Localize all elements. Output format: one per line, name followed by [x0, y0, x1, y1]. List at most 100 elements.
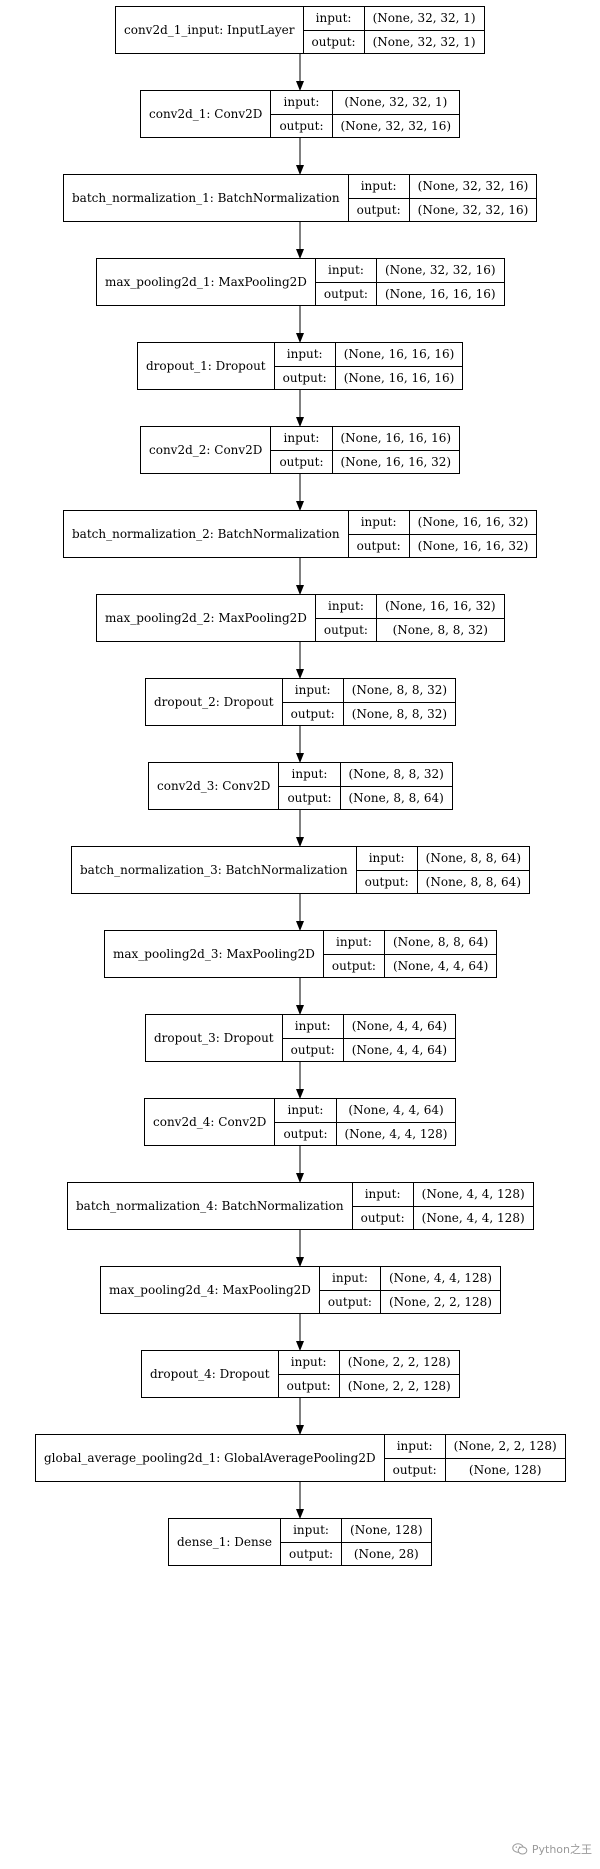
layer-node: batch_normalization_1: BatchNormalizatio…	[63, 174, 538, 222]
layer-node: conv2d_2: Conv2D input:(None, 16, 16, 16)…	[140, 426, 461, 474]
output-shape: (None, 16, 16, 32)	[340, 454, 452, 469]
input-shape: (None, 32, 32, 1)	[332, 91, 460, 115]
output-shape: (None, 8, 8, 32)	[392, 622, 488, 637]
output-label: output:	[349, 534, 410, 557]
layer-node: dense_1: Dense input:(None, 128)output: (N…	[168, 1518, 432, 1566]
layer-name: batch_normalization_3: BatchNormalizatio…	[80, 863, 348, 877]
output-shape: (None, 16, 16, 16)	[384, 286, 496, 301]
layer-io-table: input:(None, 32, 32, 16)output:(None, 32…	[347, 175, 537, 221]
input-shape: (None, 128)	[342, 1519, 431, 1543]
output-label: output:	[281, 1542, 343, 1565]
layer-io-table: input:(None, 2, 2, 128)output:(None, 2, …	[277, 1351, 459, 1397]
input-label: input:	[315, 259, 377, 283]
output-shape: (None, 28)	[353, 1546, 419, 1561]
layer-name: dropout_4: Dropout	[150, 1367, 270, 1381]
output-shape: (None, 4, 4, 128)	[421, 1210, 525, 1225]
layer-node: dropout_1: Dropout input:(None, 16, 16, 1…	[137, 342, 464, 390]
input-label: input:	[315, 595, 377, 619]
input-shape: (None, 8, 8, 32)	[340, 763, 452, 787]
output-label: output:	[385, 1458, 446, 1481]
layer-node: dropout_3: Dropout input:(None, 4, 4, 64)…	[145, 1014, 457, 1062]
layer-io-table: input:(None, 8, 8, 32)output:(None, 8, 8…	[281, 679, 456, 725]
layer-name: dense_1: Dense	[177, 1535, 272, 1549]
layer-io-table: input:(None, 8, 8, 32)output:(None, 8, 8…	[278, 763, 452, 809]
output-shape: (None, 128)	[468, 1462, 542, 1477]
input-label: input:	[348, 175, 410, 199]
input-label: input:	[319, 1267, 381, 1291]
input-label: input:	[280, 1519, 343, 1543]
layer-name: batch_normalization_2: BatchNormalizatio…	[72, 527, 340, 541]
output-label: output:	[279, 1374, 340, 1397]
output-label: output:	[324, 954, 385, 977]
layer-name: dropout_3: Dropout	[154, 1031, 274, 1045]
output-shape: (None, 4, 4, 128)	[344, 1126, 448, 1141]
layer-io-table: input:(None, 4, 4, 64)output:(None, 4, 4…	[274, 1099, 456, 1145]
input-shape: (None, 32, 32, 1)	[364, 7, 484, 31]
layer-node: global_average_pooling2d_1: GlobalAverag…	[35, 1434, 566, 1482]
layer-name: max_pooling2d_3: MaxPooling2D	[113, 947, 315, 961]
input-label: input:	[278, 1351, 340, 1375]
layer-name: conv2d_2: Conv2D	[149, 443, 263, 457]
input-label: input:	[282, 1015, 344, 1039]
input-shape: (None, 8, 8, 64)	[417, 847, 529, 871]
layer-name: batch_normalization_4: BatchNormalizatio…	[76, 1199, 344, 1213]
layer-node: batch_normalization_2: BatchNormalizatio…	[63, 510, 538, 558]
input-shape: (None, 4, 4, 128)	[380, 1267, 500, 1291]
layer-node: batch_normalization_3: BatchNormalizatio…	[71, 846, 530, 894]
input-label: input:	[274, 343, 336, 367]
watermark-text: Python之王	[531, 1843, 592, 1856]
output-label: output:	[349, 198, 410, 221]
layer-io-table: input:(None, 16, 16, 32)output:(None, 16…	[347, 511, 537, 557]
layer-io-table: input:(None, 32, 32, 1)output:(None, 32,…	[302, 7, 484, 53]
input-shape: (None, 4, 4, 64)	[343, 1015, 456, 1039]
output-label: output:	[316, 618, 377, 641]
output-label: output:	[275, 1122, 337, 1145]
layer-io-table: input:(None, 8, 8, 64)output:(None, 8, 8…	[355, 847, 529, 893]
output-shape: (None, 8, 8, 64)	[348, 790, 444, 805]
layer-name: max_pooling2d_2: MaxPooling2D	[105, 611, 307, 625]
output-shape: (None, 32, 32, 16)	[340, 118, 452, 133]
input-shape: (None, 8, 8, 32)	[343, 679, 456, 703]
layer-io-table: input:(None, 16, 16, 16)output:(None, 16…	[273, 343, 463, 389]
output-label: output:	[316, 282, 377, 305]
layer-name: batch_normalization_1: BatchNormalizatio…	[72, 191, 340, 205]
input-shape: (None, 2, 2, 128)	[339, 1351, 459, 1375]
layer-name: global_average_pooling2d_1: GlobalAverag…	[44, 1451, 376, 1465]
output-shape: (None, 16, 16, 32)	[417, 538, 529, 553]
layer-name: conv2d_3: Conv2D	[157, 779, 271, 793]
output-label: output:	[275, 366, 336, 389]
layer-io-table: input:(None, 4, 4, 64)output:(None, 4, 4…	[281, 1015, 456, 1061]
wechat-icon	[512, 1843, 528, 1855]
input-shape: (None, 16, 16, 32)	[409, 511, 537, 535]
output-label: output:	[353, 1206, 414, 1229]
layer-name: conv2d_1: Conv2D	[149, 107, 263, 121]
layer-name: conv2d_1_input: InputLayer	[124, 23, 295, 37]
layer-name: dropout_2: Dropout	[154, 695, 274, 709]
layer-io-table: input:(None, 16, 16, 32)output:(None, 8,…	[314, 595, 504, 641]
input-label: input:	[271, 91, 333, 115]
output-shape: (None, 32, 32, 1)	[372, 34, 476, 49]
output-shape: (None, 4, 4, 64)	[392, 958, 489, 973]
output-label: output:	[279, 786, 341, 809]
input-label: input:	[271, 427, 333, 451]
input-shape: (None, 32, 32, 16)	[409, 175, 537, 199]
input-label: input:	[352, 1183, 414, 1207]
layer-name: dropout_1: Dropout	[146, 359, 266, 373]
layer-io-table: input:(None, 16, 16, 16)output:(None, 16…	[270, 427, 460, 473]
input-label: input:	[384, 1435, 446, 1459]
input-shape: (None, 4, 4, 64)	[336, 1099, 456, 1123]
output-shape: (None, 2, 2, 128)	[347, 1378, 451, 1393]
output-shape: (None, 2, 2, 128)	[388, 1294, 492, 1309]
layer-node: conv2d_3: Conv2D input:(None, 8, 8, 32)ou…	[148, 762, 453, 810]
input-label: input:	[323, 931, 385, 955]
input-label: input:	[303, 7, 365, 31]
output-label: output:	[304, 30, 365, 53]
input-shape: (None, 16, 16, 16)	[332, 427, 460, 451]
layer-io-table: input:(None, 32, 32, 16)output:(None, 16…	[314, 259, 504, 305]
layer-name: max_pooling2d_4: MaxPooling2D	[109, 1283, 311, 1297]
layer-io-table: input:(None, 4, 4, 128)output:(None, 4, …	[351, 1183, 533, 1229]
